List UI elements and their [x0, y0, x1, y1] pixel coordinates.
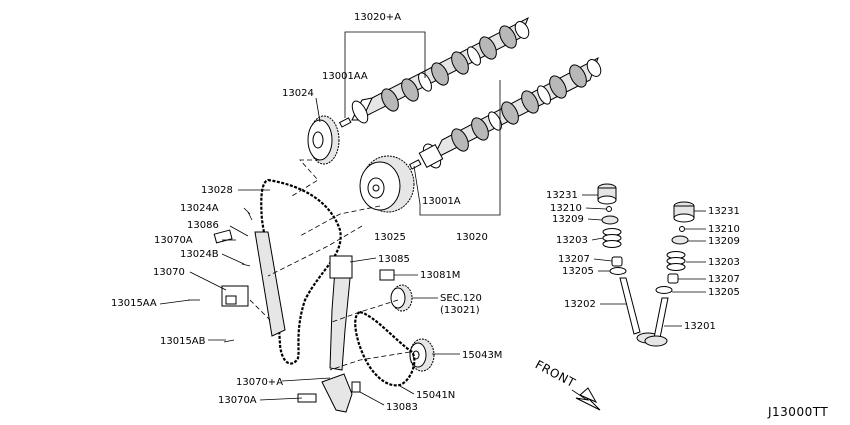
- label-13209-right: 13209: [708, 236, 740, 247]
- label-13231-left: 13231: [546, 190, 578, 201]
- label-13001aa: 13001AA: [322, 71, 368, 82]
- label-13205-left: 13205: [562, 266, 594, 277]
- crank-sprocket[interactable]: [390, 284, 413, 312]
- label-13070a-upper: 13070A: [154, 235, 193, 246]
- label-13020: 13020: [456, 232, 488, 243]
- label-13203-right: 13203: [708, 257, 740, 268]
- label-15043m: 15043M: [462, 350, 502, 361]
- slack-chain-guide[interactable]: [254, 231, 286, 337]
- label-15041n: 15041N: [416, 390, 455, 401]
- label-13086: 13086: [187, 220, 219, 231]
- label-sec-120-sub: (13021): [440, 305, 480, 316]
- label-13081m: 13081M: [420, 270, 460, 281]
- valve-train-right[interactable]: [644, 201, 695, 347]
- label-13205-right: 13205: [708, 287, 740, 298]
- label-13070-a: 13070+A: [236, 377, 283, 388]
- label-13020-a: 13020+A: [354, 12, 401, 23]
- front-direction-arrow: [571, 387, 601, 411]
- bolt-13024a[interactable]: [247, 211, 253, 221]
- label-13201: 13201: [684, 321, 716, 332]
- secondary-chain[interactable]: [354, 310, 416, 387]
- exhaust-camshaft[interactable]: [349, 16, 531, 125]
- label-sec-120: SEC.120: [440, 293, 482, 304]
- lower-tension-arm[interactable]: [321, 373, 353, 413]
- valve-train-left[interactable]: [597, 183, 660, 344]
- dowel-upper[interactable]: [213, 229, 233, 244]
- oil-pump-sprocket[interactable]: [409, 338, 435, 372]
- label-13024b: 13024B: [180, 249, 219, 260]
- label-13024a: 13024A: [180, 203, 219, 214]
- label-13207-right: 13207: [708, 274, 740, 285]
- label-13001a: 13001A: [422, 196, 461, 207]
- leader-lines: [159, 31, 706, 406]
- label-13203-left: 13203: [556, 235, 588, 246]
- label-13015aa: 13015AA: [111, 298, 157, 309]
- camshaft-dowel-right[interactable]: [408, 159, 422, 170]
- tension-chain-guide[interactable]: [329, 255, 353, 371]
- chain-tensioner[interactable]: [221, 285, 249, 307]
- primary-timing-chain[interactable]: [260, 178, 342, 365]
- diagram-code: J13000TT: [767, 405, 828, 419]
- label-13024: 13024: [282, 88, 314, 99]
- label-13210-left: 13210: [550, 203, 582, 214]
- label-13028: 13028: [201, 185, 233, 196]
- label-13207-left: 13207: [558, 254, 590, 265]
- exhaust-cam-sprocket[interactable]: [307, 115, 340, 165]
- label-front: FRONT: [533, 357, 578, 390]
- label-13070: 13070: [153, 267, 185, 278]
- label-13231-right: 13231: [708, 206, 740, 217]
- camshaft-dowel-left[interactable]: [338, 117, 352, 128]
- label-13209-left: 13209: [552, 214, 584, 225]
- label-13083: 13083: [386, 402, 418, 413]
- label-13202: 13202: [564, 299, 596, 310]
- pin-13081m[interactable]: [379, 269, 395, 281]
- intake-cam-sprocket-vtc[interactable]: [359, 155, 415, 213]
- bolt-13024b[interactable]: [241, 263, 251, 267]
- label-13025: 13025: [374, 232, 406, 243]
- bolt-13083[interactable]: [351, 381, 361, 393]
- label-13085: 13085: [378, 254, 410, 265]
- label-13070a-lower: 13070A: [218, 395, 257, 406]
- assembly-lines: [249, 159, 411, 371]
- label-13015ab: 13015AB: [160, 336, 206, 347]
- label-13210-right: 13210: [708, 224, 740, 235]
- bolt-13015ab[interactable]: [223, 339, 235, 343]
